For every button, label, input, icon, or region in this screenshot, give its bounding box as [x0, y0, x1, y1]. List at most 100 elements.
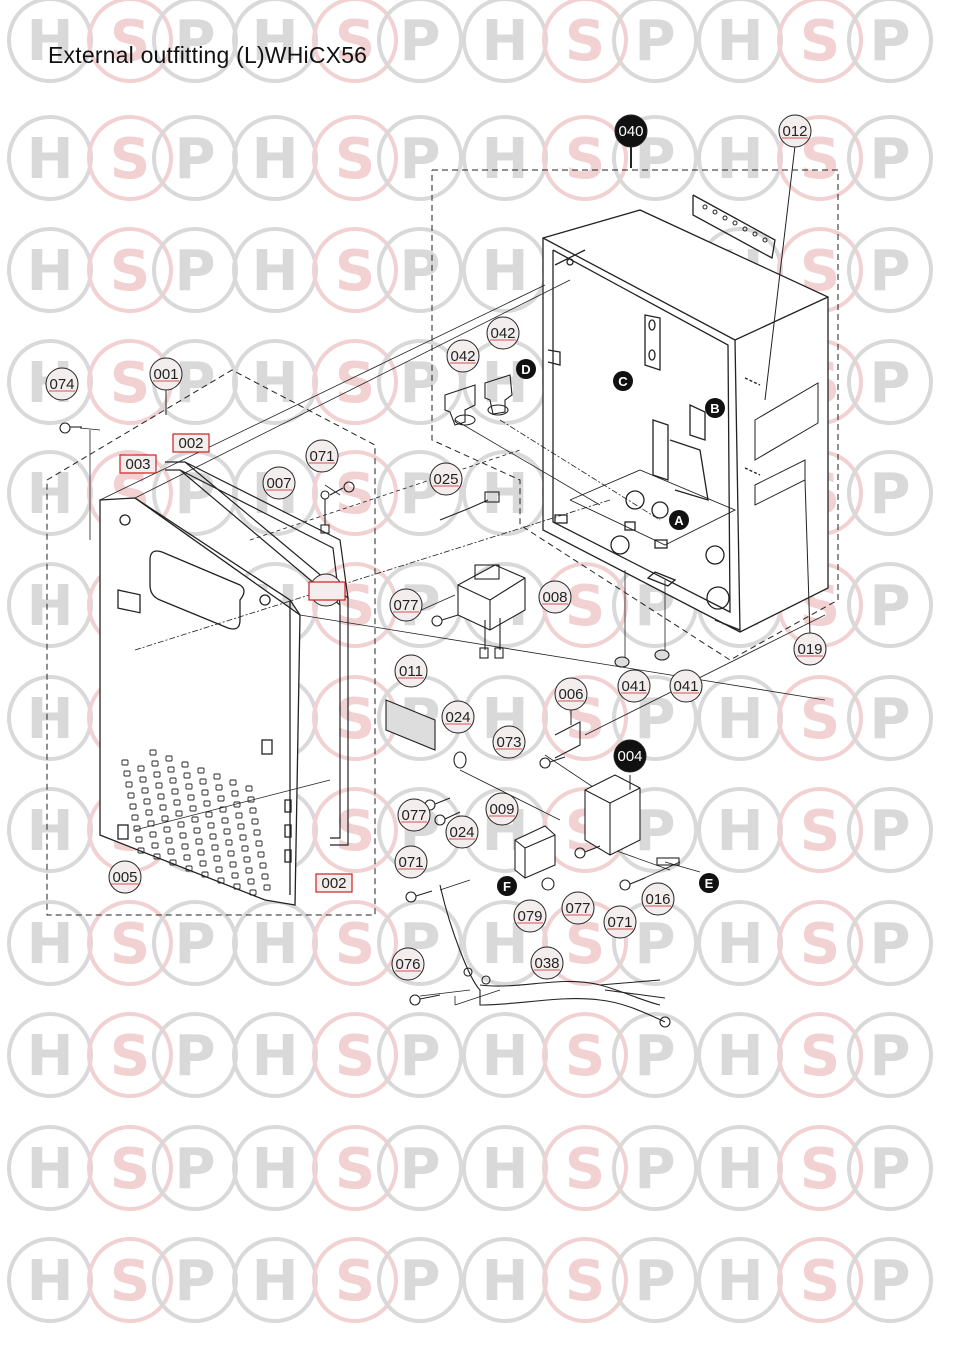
grille-hole [167, 848, 175, 855]
svg-text:H: H [252, 351, 299, 416]
callout-019[interactable]: 019 [793, 632, 827, 666]
callout-009[interactable]: 009 [485, 792, 519, 826]
callout-label: 071 [309, 448, 334, 465]
grille-hole [215, 866, 223, 873]
svg-text:H: H [482, 239, 529, 304]
watermark-s-mark: S [87, 339, 173, 425]
grille-hole [177, 821, 185, 828]
callout-label: 012 [782, 123, 807, 140]
svg-text:S: S [335, 127, 375, 192]
callout-038[interactable]: 038 [530, 946, 564, 980]
svg-text:H: H [717, 1137, 764, 1202]
grille-hole [139, 776, 147, 783]
grille-hole [197, 849, 205, 856]
svg-text:P: P [869, 1249, 910, 1314]
callout-label: 042 [450, 348, 475, 365]
callout-012[interactable]: 012 [778, 114, 812, 148]
svg-text:H: H [717, 912, 764, 977]
watermark-s-mark: S [312, 1125, 398, 1211]
callout-label: 038 [534, 955, 559, 972]
callout-011[interactable]: 011 [394, 654, 428, 688]
callout-041[interactable]: 041 [617, 669, 651, 703]
svg-text:S: S [565, 1249, 605, 1314]
svg-text:H: H [252, 1249, 299, 1314]
callout-004[interactable]: 004 [613, 739, 647, 773]
watermark-s-mark: S [777, 1237, 863, 1323]
callout-074[interactable]: 074 [45, 367, 79, 401]
callout-071[interactable]: 071 [394, 845, 428, 879]
grille-hole [137, 765, 145, 772]
svg-text:S: S [800, 1249, 840, 1314]
callout-box-002[interactable]: 002 [315, 873, 353, 893]
grille-hole [229, 861, 237, 868]
callout-label: 025 [433, 471, 458, 488]
grille-hole [219, 806, 227, 813]
callout-042[interactable]: 042 [486, 316, 520, 350]
svg-text:H: H [717, 127, 764, 192]
svg-text:H: H [717, 799, 764, 864]
callout-024[interactable]: 024 [441, 700, 475, 734]
grille-hole [183, 854, 191, 861]
grille-hole [151, 842, 159, 849]
watermark-p-mark: P [377, 227, 463, 313]
svg-text:S: S [110, 912, 150, 977]
watermark-p-mark: P [847, 227, 933, 313]
watermark-p-mark: P [612, 1237, 698, 1323]
svg-text:H: H [482, 127, 529, 192]
callout-042[interactable]: 042 [446, 339, 480, 373]
callout-077[interactable]: 077 [561, 891, 595, 925]
callout-box-003[interactable]: 003 [119, 454, 157, 474]
svg-text:H: H [717, 9, 764, 74]
callout-024[interactable]: 024 [445, 815, 479, 849]
callout-077[interactable]: 077 [389, 588, 423, 622]
callout-label: 024 [449, 824, 474, 841]
grille-hole [137, 847, 145, 854]
callout-005[interactable]: 005 [108, 860, 142, 894]
watermark-p-mark: P [612, 1125, 698, 1211]
svg-text:P: P [869, 351, 910, 416]
watermark-h-mark: H [697, 1237, 783, 1323]
grille-hole [187, 794, 195, 801]
grille-hole [185, 783, 193, 790]
svg-text:S: S [565, 574, 605, 639]
callout-071[interactable]: 071 [603, 905, 637, 939]
grille-hole [127, 792, 135, 799]
watermark-p-mark: P [377, 1012, 463, 1098]
svg-text:S: S [110, 9, 150, 74]
watermark-h-mark: H [462, 1012, 548, 1098]
svg-text:H: H [482, 1249, 529, 1314]
grille-hole [131, 814, 139, 821]
callout-006[interactable]: 006 [554, 677, 588, 711]
grille-hole [199, 778, 207, 785]
callout-016[interactable]: 016 [641, 882, 675, 916]
grille-hole [123, 770, 131, 777]
svg-text:S: S [110, 1024, 150, 1089]
watermark-s-mark: S [777, 0, 863, 83]
callout-041[interactable]: 041 [669, 669, 703, 703]
watermark-s-mark: S [777, 1125, 863, 1211]
svg-text:P: P [174, 912, 215, 977]
callout-071[interactable]: 071 [305, 439, 339, 473]
svg-text:H: H [27, 574, 74, 639]
callout-001[interactable]: 001 [149, 357, 183, 391]
callout-073[interactable]: 073 [492, 725, 526, 759]
watermark-s-mark: S [777, 787, 863, 873]
callout-040[interactable]: 040 [614, 114, 648, 148]
grille-hole [135, 836, 143, 843]
callout-076[interactable]: 076 [391, 947, 425, 981]
callout-079[interactable]: 079 [513, 899, 547, 933]
watermark-p-mark: P [152, 115, 238, 201]
callout-box-002[interactable]: 002 [172, 433, 210, 453]
callout-007[interactable]: 007 [262, 466, 296, 500]
callout-008[interactable]: 008 [538, 580, 572, 614]
svg-text:H: H [482, 9, 529, 74]
watermark-p-mark: P [612, 900, 698, 986]
callout-025[interactable]: 025 [429, 462, 463, 496]
callout-077[interactable]: 077 [397, 798, 431, 832]
callout-box-003[interactable] [308, 581, 346, 601]
svg-text:H: H [252, 239, 299, 304]
svg-text:S: S [800, 1024, 840, 1089]
watermark-p-mark: P [847, 115, 933, 201]
grille-hole [155, 782, 163, 789]
